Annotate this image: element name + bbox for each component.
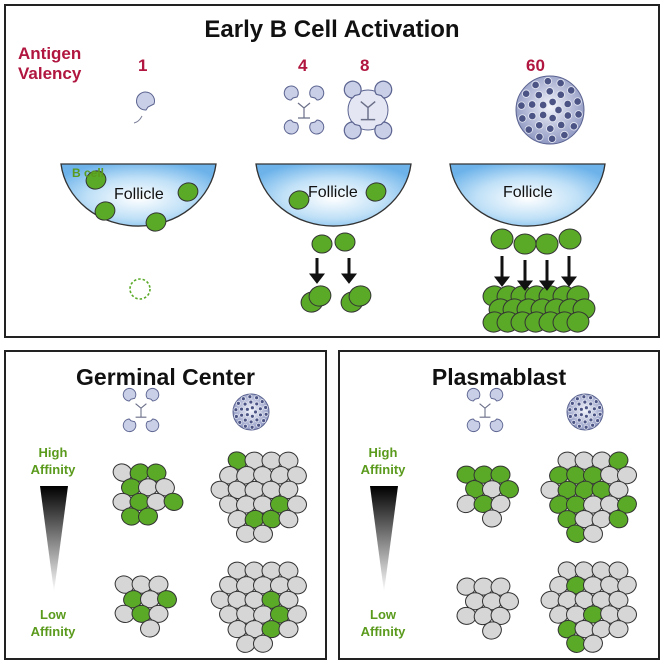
follicle-2 [255, 163, 412, 227]
activation-diagram [60, 75, 606, 333]
octavalent-antigen-icon [343, 80, 393, 140]
monovalent-antigen-icon [133, 91, 156, 124]
grey-cell [287, 605, 307, 624]
gc-high-affinity-label: High Affinity [30, 445, 76, 477]
early-activation-panel: Early B Cell Activation Antigen Valency … [4, 4, 660, 338]
panel-title: Early B Cell Activation [204, 16, 460, 43]
follicle-label-3: Follicle [503, 184, 553, 201]
b-cell [311, 234, 333, 254]
b-cell [94, 201, 116, 221]
absent-b-cell [129, 278, 151, 300]
b-cell [348, 285, 372, 307]
follicle-label-1: Follicle [114, 186, 164, 203]
b-cell [288, 190, 310, 210]
affinity-gradient-cone [370, 486, 398, 592]
b-cells [85, 170, 596, 333]
gc-vlp-icon [232, 393, 270, 431]
gc-tetravalent-icon [122, 387, 160, 433]
gc-diagram [40, 387, 307, 653]
b-cell [608, 509, 629, 529]
b-cell [535, 233, 559, 255]
b-cell [490, 465, 511, 484]
valency-1: 1 [138, 56, 148, 75]
grey-cell [608, 620, 629, 639]
grey-cell [617, 575, 637, 595]
valency-4: 4 [298, 56, 308, 75]
b-cell [490, 228, 514, 250]
affinity-gradient-cone [40, 486, 68, 592]
germinal-center-panel: Germinal Center High Affinity Low Affini… [4, 350, 327, 660]
b-cell [566, 524, 586, 543]
b-cell [558, 228, 582, 250]
pb-cell-clusters [456, 451, 637, 653]
gc-title: Germinal Center [76, 364, 255, 390]
b-cell [513, 233, 537, 255]
b-cell [334, 232, 356, 252]
pb-title: Plasmablast [431, 364, 567, 390]
b-cell [163, 492, 184, 511]
valency-60: 60 [526, 56, 545, 75]
b-cell [617, 495, 637, 514]
b-cell-label: B cell [72, 166, 105, 180]
pb-vlp-icon [566, 393, 604, 431]
grey-cell [148, 604, 169, 623]
grey-cell [278, 509, 299, 529]
pb-low-affinity-label: Low Affinity [360, 607, 406, 639]
follicle-label-2: Follicle [308, 184, 358, 201]
pb-diagram [370, 387, 637, 653]
virus-like-particle-icon [515, 75, 585, 145]
tetravalent-antigen-icon [283, 85, 325, 135]
antigen-valency-label: Antigen Valency [18, 44, 82, 83]
valency-8: 8 [360, 56, 370, 75]
b-cell [145, 212, 167, 232]
migration-arrows [308, 256, 578, 291]
b-cell [365, 182, 387, 202]
gc-cell-clusters [112, 451, 307, 653]
grey-cell [287, 495, 307, 514]
b-cell [138, 507, 158, 526]
grey-cell [253, 634, 273, 653]
grey-cell [583, 634, 603, 653]
pb-high-affinity-label: High Affinity [360, 445, 406, 477]
b-cell [566, 311, 590, 333]
grey-cell [482, 621, 502, 640]
follicle-3 [449, 163, 606, 227]
grey-cell [608, 480, 629, 499]
grey-cell [236, 524, 256, 543]
grey-cell [482, 509, 502, 528]
gc-low-affinity-label: Low Affinity [30, 607, 76, 639]
grey-cell [617, 466, 637, 485]
grey-cell [140, 619, 160, 638]
plasmablast-panel: Plasmablast High Affinity Low Affinity [338, 350, 660, 660]
grey-cell [591, 619, 612, 639]
grey-cell [617, 605, 637, 624]
b-cell [177, 182, 199, 202]
b-cell [308, 285, 332, 307]
grey-cell [278, 620, 299, 639]
grey-cell [583, 524, 603, 543]
grey-cell [253, 524, 273, 543]
grey-cell [490, 494, 511, 513]
pb-tetravalent-icon [466, 387, 504, 433]
b-cell [85, 170, 107, 190]
